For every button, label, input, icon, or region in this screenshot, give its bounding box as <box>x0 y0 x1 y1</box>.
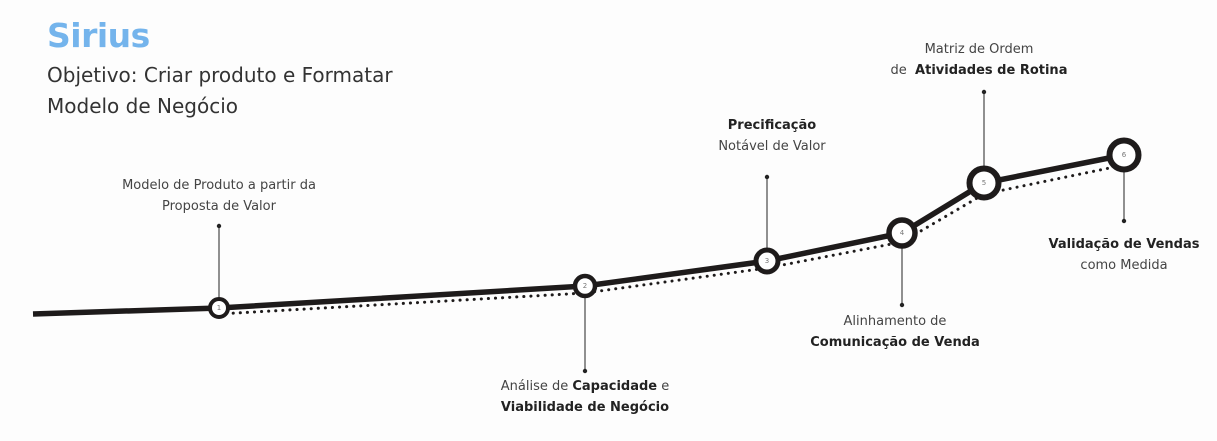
milestone-node-2 <box>572 273 598 299</box>
milestone-node-1 <box>208 297 230 319</box>
dotted-trend-line <box>217 163 1126 316</box>
node-number-6: 6 <box>1122 151 1127 159</box>
page-title: Sirius <box>47 16 150 55</box>
subtitle-line-2: Modelo de Negócio <box>47 94 238 118</box>
connector-dots <box>216 89 1127 374</box>
node-number-3: 3 <box>765 257 769 265</box>
milestone-label-2: Análise de Capacidade e Viabilidade de N… <box>500 379 670 415</box>
node-number-2: 2 <box>583 282 587 290</box>
milestone-node-5 <box>966 165 1002 201</box>
subtitle-line-1: Objetivo: Criar produto e Formatar <box>47 63 393 87</box>
node-number-4: 4 <box>900 229 905 237</box>
milestone-node-4 <box>886 217 918 249</box>
milestone-node-6 <box>1106 137 1142 173</box>
milestone-node-3 <box>753 247 781 275</box>
connectors <box>218 92 1125 371</box>
node-number-5: 5 <box>982 179 986 187</box>
page-subtitle: Objetivo: Criar produto e Formatar Model… <box>47 60 393 122</box>
node-number-1: 1 <box>217 304 221 312</box>
